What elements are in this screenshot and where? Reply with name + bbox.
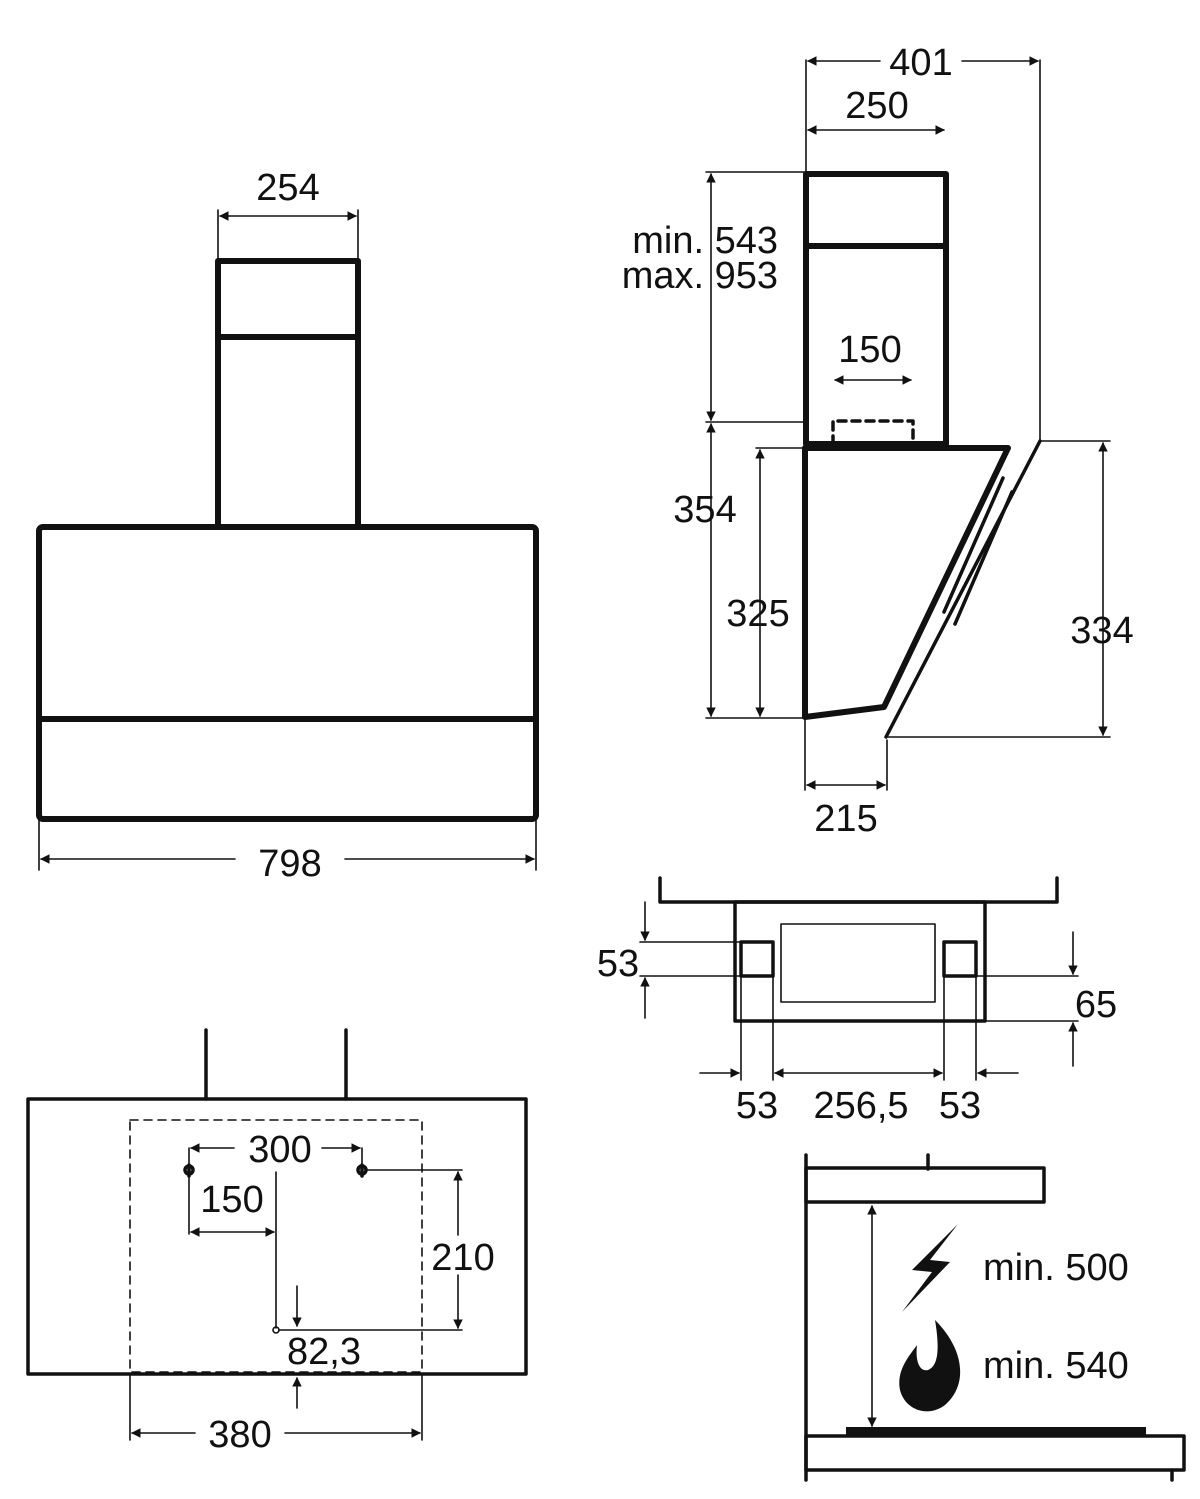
top-wall-line [658,876,1059,904]
top-view: 53 65 53 256,5 53 [597,876,1117,1127]
front-hood-body [36,524,539,822]
gas-min-label: min. 540 [983,1345,1129,1387]
front-view: 254 798 [36,167,539,885]
dim-hole-spacing: 300 [248,1129,311,1171]
dim-body-height: 354 [673,489,736,531]
dim-hole-half: 150 [200,1179,263,1221]
electric-min-label: min. 500 [983,1247,1129,1289]
side-hood-body [802,445,1011,720]
lightning-icon [902,1224,958,1312]
top-bracket-right [942,940,978,978]
side-glass-panel [884,439,1042,739]
dim-offset-right: 65 [1075,984,1117,1026]
dim-chimney-depth: 250 [845,85,908,127]
front-chimney-lower [215,334,361,530]
side-chimney-upper [803,171,949,249]
hob-surface [846,1427,1146,1435]
dim-chimney-width: 254 [256,167,319,209]
dim-glass-height: 334 [1070,610,1133,652]
hood-outline [804,1166,1046,1204]
mounting-hole-left [183,1163,195,1178]
dim-depth-total: 401 [889,42,952,84]
dim-bracket-right: 53 [939,1085,981,1127]
dim-bracket-left: 53 [736,1085,778,1127]
top-bracket-left [739,940,775,978]
top-filter [780,923,936,1003]
dim-mounting-width: 380 [208,1414,271,1456]
dim-total-width: 798 [258,843,321,885]
side-glass-trim [953,490,1014,626]
flame-icon [899,1320,961,1412]
mounting-dashed-area [129,1119,423,1373]
dim-chimney-height-min: min. 543 [632,220,778,262]
installation-height-view: min. 500 min. 540 [804,1153,1186,1482]
dim-offset-top: 53 [597,943,639,985]
dim-lower-offset: 82,3 [287,1331,361,1373]
dim-outlet-diameter: 150 [838,329,901,371]
mounting-view: 300 150 210 82,3 380 [26,1028,528,1456]
dim-vertical: 210 [431,1237,494,1279]
side-outlet-dashed [831,419,915,446]
dim-body-height-rear: 325 [726,593,789,635]
mounting-outline [26,1097,528,1376]
top-body [733,900,987,1023]
hob-outline [804,1434,1186,1472]
dim-bracket-spacing: 256,5 [813,1085,908,1127]
side-chimney-lower [803,243,949,447]
dim-chimney-height-max: max. 953 [622,255,778,297]
front-chimney-upper [215,258,361,340]
side-view: 401 250 min. 543 max. 953 150 354 325 33… [622,42,1134,840]
dim-bottom-depth: 215 [814,798,877,840]
mounting-hole-right [356,1163,368,1178]
